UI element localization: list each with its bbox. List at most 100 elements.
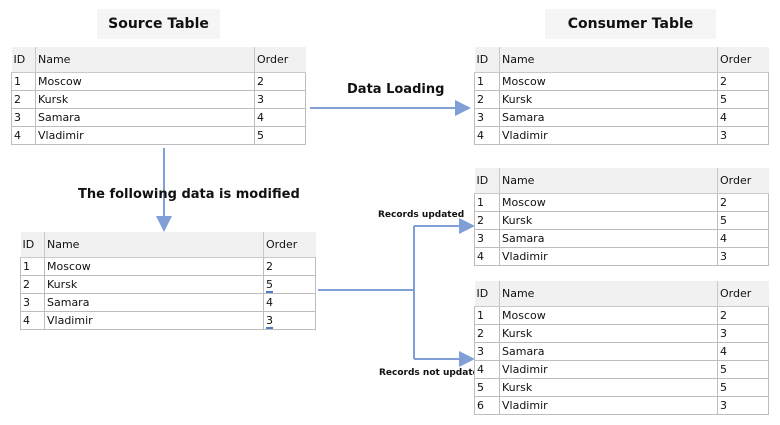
table-cell: Kursk	[35, 90, 255, 109]
table-row: 3 Samara 4	[11, 108, 306, 127]
cell-value: 6	[477, 399, 484, 412]
cell-value: 3	[720, 327, 727, 340]
column-header: Name	[35, 47, 255, 73]
cell-value: Samara	[47, 296, 90, 309]
cell-value: Moscow	[47, 260, 91, 273]
column-header: ID	[11, 47, 36, 73]
cell-value: Kursk	[47, 278, 78, 291]
table-cell: 3	[717, 247, 769, 266]
column-header: Order	[254, 47, 306, 73]
column-header: ID	[20, 232, 45, 258]
cell-value: 3	[477, 232, 484, 245]
table-cell: 4	[717, 108, 769, 127]
cell-value: Vladimir	[502, 399, 548, 412]
table-cell: 3	[717, 126, 769, 145]
cell-value: 4	[23, 314, 30, 327]
table-cell: 5	[263, 275, 316, 294]
cell-value: 1	[14, 75, 21, 88]
column-header: Order	[263, 232, 316, 258]
cell-value: 1	[23, 260, 30, 273]
cell-value: 2	[720, 196, 727, 209]
column-header: ID	[474, 168, 500, 194]
cell-value: 2	[477, 214, 484, 227]
table-cell: Vladimir	[35, 126, 255, 145]
table-cell: 2	[263, 257, 316, 276]
cell-value: 2	[257, 75, 264, 88]
table-row: 1 Moscow 2	[474, 306, 769, 325]
column-header: ID	[474, 281, 500, 307]
table-cell: 6	[474, 396, 500, 415]
cell-value: 1	[477, 196, 484, 209]
cell-value: 3	[257, 93, 264, 106]
cell-value: 4	[266, 296, 273, 309]
column-header: Order	[717, 281, 769, 307]
table-cell: Kursk	[499, 211, 718, 230]
table-cell: 5	[717, 211, 769, 230]
column-header: Order	[717, 47, 769, 73]
table-cell: 3	[254, 90, 306, 109]
cell-value: 3	[14, 111, 21, 124]
table-cell: 2	[254, 72, 306, 91]
table-cell: 3	[474, 108, 500, 127]
table-row: 6 Vladimir 3	[474, 396, 769, 415]
cell-value: 2	[477, 93, 484, 106]
cell-value: Samara	[38, 111, 81, 124]
table-cell: 2	[474, 90, 500, 109]
cell-value: Vladimir	[47, 314, 93, 327]
table-row: 1 Moscow 2	[474, 193, 769, 212]
table-cell: 1	[474, 193, 500, 212]
table-cell: 3	[474, 342, 500, 361]
cell-value: 4	[257, 111, 264, 124]
table-cell: 2	[20, 275, 45, 294]
table-cell: Moscow	[44, 257, 264, 276]
table-cell: 5	[254, 126, 306, 145]
table-cell: Samara	[499, 342, 718, 361]
table-cell: Vladimir	[499, 126, 718, 145]
table-cell: 1	[474, 306, 500, 325]
cell-value: Kursk	[502, 327, 533, 340]
table-cell: Samara	[499, 108, 718, 127]
table-cell: 4	[20, 311, 45, 330]
cell-value: 3	[720, 399, 727, 412]
column-header: Name	[44, 232, 264, 258]
cell-value: 3	[720, 129, 727, 142]
cell-value: 3	[266, 314, 273, 329]
table-cell: Vladimir	[44, 311, 264, 330]
cell-value: Moscow	[502, 309, 546, 322]
cell-value: Moscow	[38, 75, 82, 88]
cell-value: 3	[720, 250, 727, 263]
table-cell: 4	[474, 360, 500, 379]
table-cell: 2	[474, 211, 500, 230]
table-cell: Moscow	[499, 72, 718, 91]
cell-value: Vladimir	[502, 363, 548, 376]
table-cell: Kursk	[499, 324, 718, 343]
column-header: Order	[717, 168, 769, 194]
cell-value: 2	[720, 309, 727, 322]
table-cell: Vladimir	[499, 247, 718, 266]
column-header: Name	[499, 281, 718, 307]
cell-value: Vladimir	[38, 129, 84, 142]
modified-label: The following data is modified	[78, 187, 300, 202]
table-cell: 4	[263, 293, 316, 312]
records-not-updated-label: Records not updated	[379, 368, 486, 378]
table-cell: 2	[717, 72, 769, 91]
table-cell: 2	[717, 306, 769, 325]
table-cell: Moscow	[35, 72, 255, 91]
cell-value: Moscow	[502, 196, 546, 209]
cell-value: 1	[477, 309, 484, 322]
table-cell: 5	[474, 378, 500, 397]
column-header: Name	[499, 168, 718, 194]
